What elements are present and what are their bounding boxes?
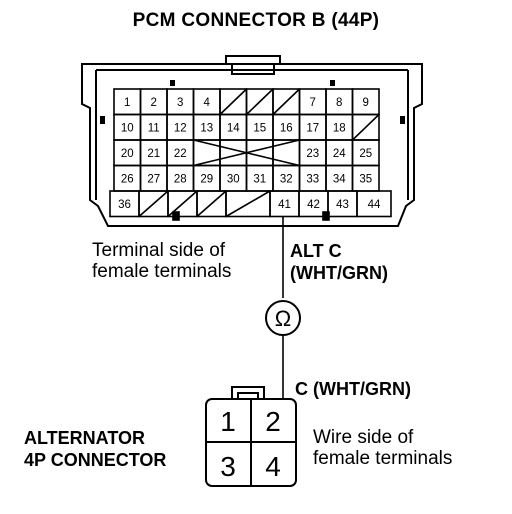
pcm-terminal-number: 33 (306, 173, 319, 185)
probe-wire (265, 216, 301, 399)
pcm-terminal-number: 8 (336, 97, 342, 109)
pcm-terminal-number: 15 (253, 122, 266, 134)
diagram-title: PCM CONNECTOR B (44P) (132, 10, 380, 31)
pcm-terminal-number: 42 (307, 199, 320, 211)
pcm-terminal-number: 21 (147, 148, 160, 160)
ohmmeter-icon: Ω (275, 306, 291, 331)
pcm-terminal-number: 24 (333, 148, 346, 160)
pcm-terminal-number: 43 (336, 199, 349, 211)
pcm-terminal-number: 10 (121, 122, 134, 134)
pcm-terminal-number: 22 (174, 148, 187, 160)
pcm-terminal-cell (245, 139, 274, 167)
pcm-terminal-grid (109, 88, 392, 221)
pcm-terminal-number: 4 (204, 97, 211, 109)
pcm-terminal-number: 2 (151, 97, 157, 109)
alternator-connector-housing (205, 386, 297, 487)
pcm-terminal-cell (219, 139, 248, 167)
pcm-connector-housing (81, 55, 423, 227)
pcm-terminal-number: 44 (368, 199, 381, 211)
alternator-label-line2: 4P CONNECTOR (24, 450, 167, 470)
pcm-terminal-number: 35 (359, 173, 372, 185)
pcm-terminal-number: 17 (306, 122, 319, 134)
alt-c-label-line1: ALT C (290, 241, 342, 261)
alternator-pin-2: 2 (265, 406, 281, 437)
pcm-terminal-number: 28 (174, 173, 187, 185)
pcm-terminal-number: 25 (359, 148, 372, 160)
pcm-terminal-number: 16 (280, 122, 293, 134)
pcm-terminal-number: 20 (121, 148, 134, 160)
pcm-side-label-line2: female terminals (92, 261, 232, 282)
pcm-terminal-number: 3 (177, 97, 183, 109)
pcm-terminal-number: 11 (148, 122, 160, 134)
alt-c-label-line2: (WHT/GRN) (290, 263, 388, 283)
alt-side-label: Wire side of female terminals (313, 427, 452, 469)
pcm-terminal-cell (356, 190, 392, 218)
alt-side-label-line1: Wire side of (313, 427, 414, 448)
alternator-label-line1: ALTERNATOR (24, 428, 145, 448)
pcm-terminal-number: 29 (200, 173, 213, 185)
pcm-terminal-number: 9 (363, 97, 369, 109)
pcm-side-label: Terminal side of female terminals (92, 240, 231, 282)
pcm-terminal-number: 27 (147, 173, 160, 185)
alt-side-label-line2: female terminals (313, 448, 453, 469)
pcm-terminal-number: 13 (200, 122, 213, 134)
pcm-terminal-number: 1 (124, 97, 130, 109)
pcm-terminal-number: 26 (121, 173, 134, 185)
wire-color-label: C (WHT/GRN) (295, 379, 411, 399)
pcm-side-label-line1: Terminal side of (92, 240, 226, 261)
alt-c-label: ALT C (WHT/GRN) (290, 240, 388, 284)
pcm-terminal-number: 18 (333, 122, 346, 134)
pcm-terminal-number: 36 (118, 199, 131, 211)
alternator-pin-1: 1 (220, 406, 236, 437)
pcm-terminal-number: 34 (333, 173, 346, 185)
alternator-pin-4: 4 (265, 451, 281, 482)
pcm-terminal-number: 14 (227, 122, 240, 134)
pcm-terminal-number: 23 (306, 148, 319, 160)
pcm-terminal-number: 30 (227, 173, 240, 185)
pcm-terminal-number: 31 (253, 173, 266, 185)
pcm-terminal-number: 32 (280, 173, 293, 185)
pcm-terminal-number: 12 (174, 122, 187, 134)
pcm-terminal-number: 7 (310, 97, 316, 109)
pcm-terminal-number: 41 (278, 199, 291, 211)
alternator-connector-label: ALTERNATOR 4P CONNECTOR (24, 427, 166, 471)
alternator-pin-3: 3 (220, 451, 236, 482)
